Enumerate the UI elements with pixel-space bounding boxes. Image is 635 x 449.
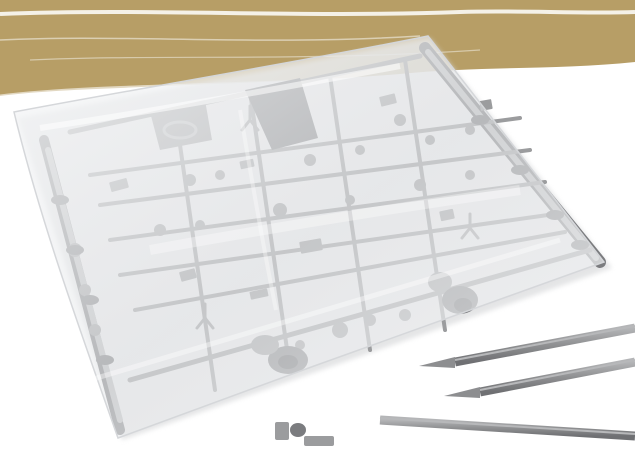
loose-part-body [275, 422, 289, 440]
plastic-bag [13, 35, 606, 439]
loose-small-part [275, 422, 334, 446]
antenna-rod [419, 323, 635, 368]
brush-stroke-banner [0, 0, 635, 98]
rod-highlight [454, 325, 635, 361]
antenna-rod [444, 357, 635, 398]
rod-shaft [379, 415, 635, 441]
antenna-rod [379, 415, 635, 441]
rod-tip [444, 387, 480, 398]
loose-antenna-rods [379, 323, 635, 441]
loose-part-arm [304, 436, 334, 446]
rod-tip [419, 357, 455, 368]
loose-part-knob [290, 423, 306, 437]
rod-shaft [479, 357, 635, 397]
rod-shaft [454, 323, 635, 367]
rod-highlight [379, 417, 635, 435]
rod-highlight [479, 359, 635, 391]
